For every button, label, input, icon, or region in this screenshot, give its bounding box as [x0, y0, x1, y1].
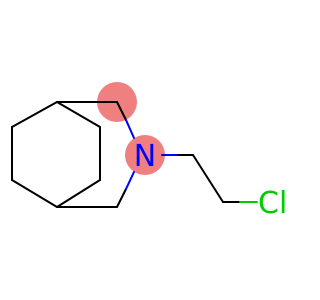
molecule-diagram: N Cl: [11, 82, 287, 221]
bond-ch2-top-to-n-black: [116, 101, 127, 121]
chlorine-label: Cl: [258, 186, 287, 221]
bond-ethyl-c-c: [192, 154, 224, 203]
nitrogen-label: N: [134, 139, 156, 174]
bond-inner-upper: [56, 101, 101, 128]
bond-inner-lower: [56, 179, 101, 208]
bond-left-upper: [11, 101, 58, 128]
bond-left-lower: [11, 179, 58, 208]
highlight-circle-nitrogen: [125, 135, 165, 175]
bond-ch2-bottom-to-n-blue: [125, 171, 135, 190]
bond-ch2-bottom-to-n-black: [116, 188, 127, 208]
chain-bonds: [192, 154, 258, 203]
ring-bonds: [11, 101, 118, 208]
structure-canvas: N Cl: [11, 82, 288, 221]
nitrogen-bonds: [116, 101, 194, 208]
bond-ch2-top-to-n-blue: [125, 119, 135, 139]
